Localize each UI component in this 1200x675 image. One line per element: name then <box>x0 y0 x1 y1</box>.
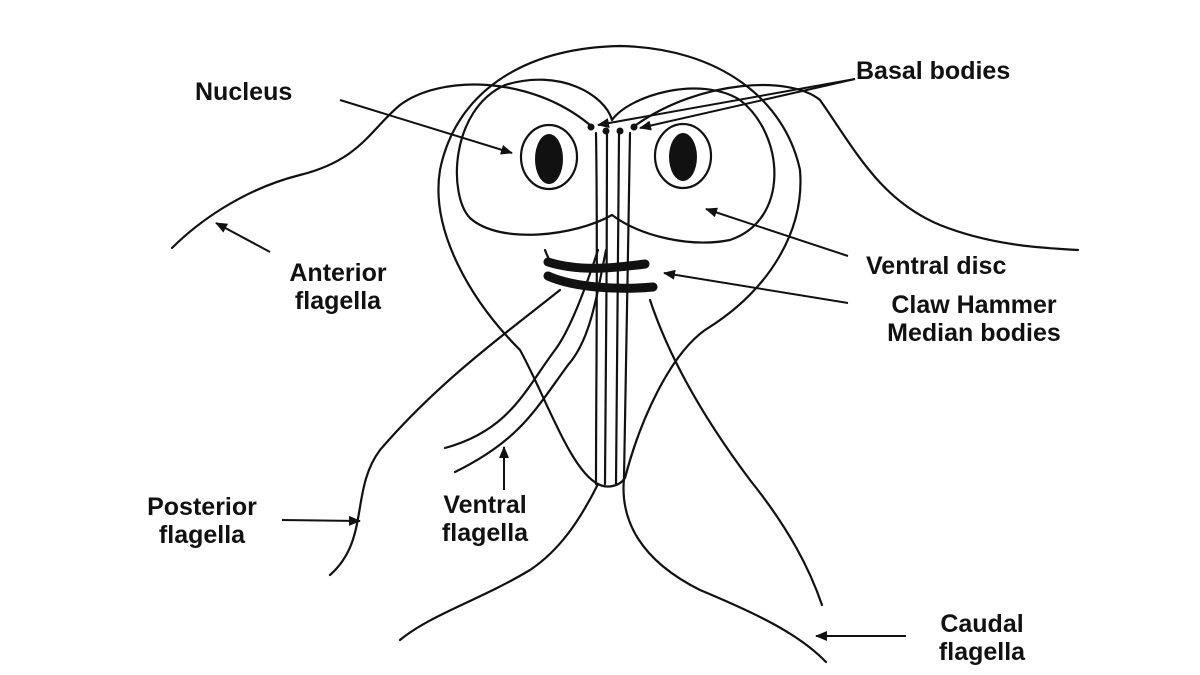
median-body-hook <box>543 248 557 268</box>
anterior-flagella-arrow <box>215 222 271 253</box>
ventral-disc-label: Ventral disc <box>866 252 1007 280</box>
left-nucleus-outline <box>519 123 579 191</box>
basal-bodies-arrow-1 <box>597 78 856 128</box>
nucleus-arrow <box>339 99 513 155</box>
posterior-flagella-arrow <box>281 515 361 526</box>
caudal-flagellum-right <box>622 476 828 664</box>
median-bodies-label: Claw Hammer Median bodies <box>887 291 1061 347</box>
anterior-flagellum-right <box>634 83 1080 252</box>
ventral-flagellum-2 <box>453 248 608 474</box>
posterior-flagellum-left <box>328 288 562 577</box>
anterior-flagella-label: Anterior flagella <box>289 259 387 315</box>
ventral-disc-right-lobe <box>610 87 776 244</box>
posterior-flagellum-right <box>648 298 824 607</box>
axoneme-1 <box>594 131 598 486</box>
ventral-disc-left-lobe <box>455 78 614 236</box>
ventral-flagellum-1 <box>443 248 600 450</box>
caudal-flagellum-left <box>398 482 600 642</box>
right-nucleus-outline <box>653 122 713 190</box>
caudal-flagella-label: Caudal flagella <box>938 610 1026 666</box>
right-nucleus-karyosome <box>669 133 697 181</box>
cell-body-outline <box>437 44 802 488</box>
posterior-flagella-label: Posterior flagella <box>147 493 257 549</box>
axoneme-4 <box>622 131 632 480</box>
left-nucleus-karyosome <box>535 134 563 184</box>
ventral-disc-arrow <box>705 207 849 257</box>
ventral-flagella-label: Ventral flagella <box>441 491 529 547</box>
nucleus-label: Nucleus <box>195 78 293 106</box>
basal-bodies-arrow-2 <box>639 78 856 131</box>
basal-bodies-label: Basal bodies <box>856 57 1011 85</box>
median-bodies-arrow <box>663 269 849 304</box>
axoneme-2 <box>603 132 609 486</box>
median-body-upper <box>543 257 650 273</box>
anterior-flagellum-left <box>170 83 592 250</box>
axoneme-3 <box>614 132 621 486</box>
